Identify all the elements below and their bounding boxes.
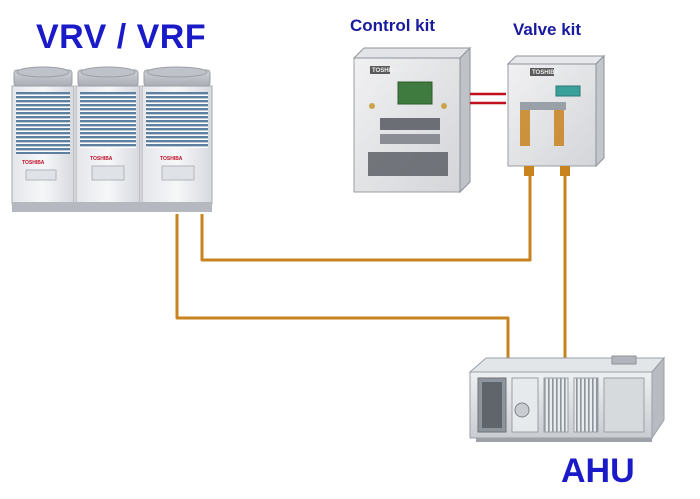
pipe-odu-to-ahu [175,214,510,372]
ahu-label: AHU [561,452,635,490]
svg-text:TOSHIBA: TOSHIBA [160,156,183,162]
svg-text:TOSHIBA: TOSHIBA [90,156,113,162]
outdoor-unit-vrv-vrf: TOSHIBA TOSHIBA TOSHIBA [11,66,213,212]
outdoor-module-3: TOSHIBA [141,66,213,205]
air-handling-unit [468,355,666,442]
pipe-odu-to-valve-kit [200,175,532,262]
outdoor-module-2: TOSHIBA [75,66,141,205]
control-kit: TOSHIBA [352,46,472,194]
outdoor-unit-base [12,202,212,212]
outdoor-module-1: TOSHIBA [11,66,75,205]
svg-text:TOSHIBA: TOSHIBA [372,68,400,74]
refrigerant-pipes [175,175,567,372]
control-kit-label: Control kit [350,16,435,35]
outdoor-unit-label: VRV / VRF [36,18,207,56]
svg-text:TOSHIBA: TOSHIBA [22,160,45,166]
svg-text:TOSHIBA: TOSHIBA [532,70,560,76]
valve-kit-label: Valve kit [513,20,582,39]
signal-wires [470,92,506,105]
valve-kit: TOSHIBA [506,54,606,176]
